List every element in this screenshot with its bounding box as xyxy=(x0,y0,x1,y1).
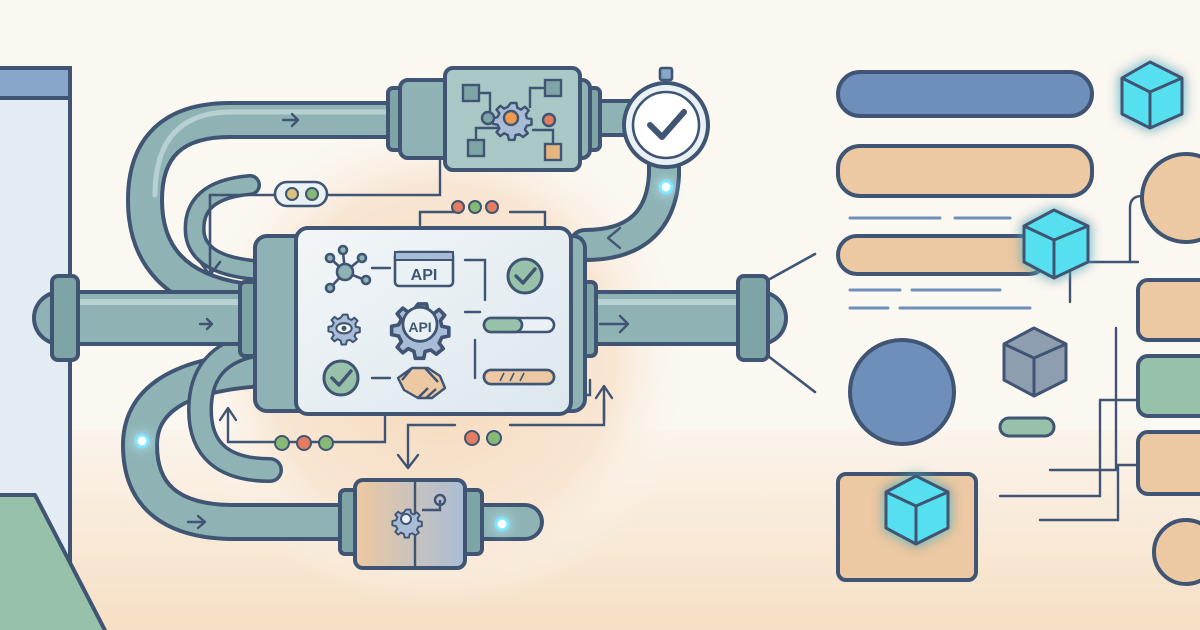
right-ui-blocks xyxy=(836,70,1200,586)
stopwatch-icon xyxy=(622,66,710,169)
arrow-icon xyxy=(598,314,630,334)
arrow-icon xyxy=(281,112,300,128)
flowchart-icon xyxy=(461,78,563,162)
check-icon xyxy=(506,257,544,295)
central-integration-panel: API API xyxy=(253,226,587,416)
text-lines xyxy=(848,216,1032,310)
progress-bar xyxy=(482,316,556,334)
arrow-icon xyxy=(186,514,207,530)
workflow-box-bottom xyxy=(353,478,467,570)
arrow-icon xyxy=(606,226,622,250)
status-pill-top xyxy=(273,180,329,208)
api-window-label: API xyxy=(411,267,438,284)
network-icon xyxy=(324,244,372,294)
flowchart-icon xyxy=(422,493,447,512)
check-icon xyxy=(647,109,687,140)
api-window-icon: API xyxy=(393,250,455,288)
handshake-icon xyxy=(396,366,447,400)
cube-icon xyxy=(884,474,950,546)
arrow-icon xyxy=(218,406,238,444)
api-gear-icon xyxy=(392,304,449,358)
progress-bar xyxy=(482,368,556,386)
check-icon xyxy=(322,359,360,397)
workflow-box-top xyxy=(398,66,592,172)
arrow-icon xyxy=(396,436,420,470)
status-dots xyxy=(274,200,502,451)
panel-connectors xyxy=(370,258,487,380)
cube-icon xyxy=(1002,326,1068,398)
output-lines xyxy=(766,252,817,394)
left-side-panel xyxy=(0,66,108,630)
arrow-icon xyxy=(198,193,222,277)
flow-arrows xyxy=(186,112,630,530)
arrow-icon xyxy=(198,317,214,331)
cube-icon xyxy=(1120,60,1184,130)
cube-icon xyxy=(1022,208,1090,280)
api-gear-label: API xyxy=(408,319,431,335)
eye-gear-icon xyxy=(327,313,361,346)
